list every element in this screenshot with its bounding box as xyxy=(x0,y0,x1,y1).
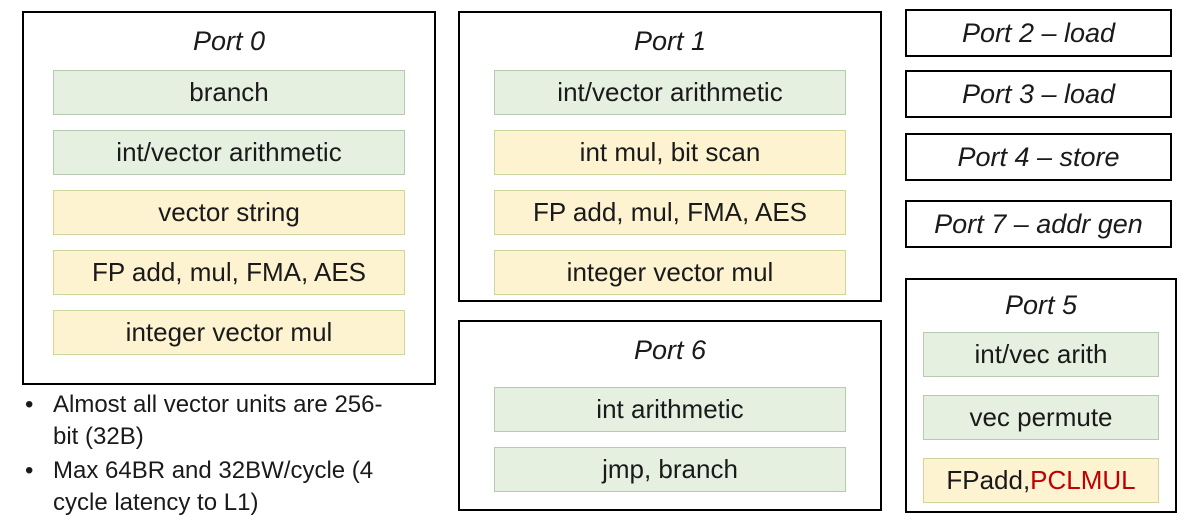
port0-box: Port 0 branch int/vector arithmetic vect… xyxy=(22,11,436,385)
port0-row-branch: branch xyxy=(53,70,405,115)
port1-row-int-vector-arith: int/vector arithmetic xyxy=(494,70,846,115)
port5-row-fpadd-pclmul: FPadd, PCLMUL xyxy=(923,458,1159,503)
note-text: Almost all vector units are 256- bit (32… xyxy=(53,391,383,450)
port6-row-jmp-branch: jmp, branch xyxy=(494,447,846,492)
port6-box: Port 6 int arithmetic jmp, branch xyxy=(458,320,882,511)
note-text: Max 64BR and 32BW/cycle (4 cycle latency… xyxy=(53,457,374,516)
port7-addr-gen-box: Port 7 – addr gen xyxy=(905,200,1172,248)
port4-store-box: Port 4 – store xyxy=(905,133,1172,181)
note-item-bandwidth: • Max 64BR and 32BW/cycle (4 cycle laten… xyxy=(25,455,382,519)
port1-row-int-mul-bit-scan: int mul, bit scan xyxy=(494,130,846,175)
port0-title: Port 0 xyxy=(192,26,266,56)
port6-title: Port 6 xyxy=(633,335,707,365)
port0-row-integer-vector-mul: integer vector mul xyxy=(53,310,405,355)
port1-box: Port 1 int/vector arithmetic int mul, bi… xyxy=(458,11,882,302)
port2-load-box: Port 2 – load xyxy=(905,9,1172,57)
port1-title: Port 1 xyxy=(633,26,707,56)
port5-row-int-vec-arith: int/vec arith xyxy=(923,332,1159,377)
port0-row-vector-string: vector string xyxy=(53,190,405,235)
port1-row-integer-vector-mul: integer vector mul xyxy=(494,250,846,295)
port0-row-int-vector-arith: int/vector arithmetic xyxy=(53,130,405,175)
bullet-marker: • xyxy=(25,391,34,418)
port5-row-vec-permute: vec permute xyxy=(923,395,1159,440)
fpadd-label: FPadd, xyxy=(946,465,1031,495)
port1-row-fp-add-mul-fma-aes: FP add, mul, FMA, AES xyxy=(494,190,846,235)
notes-list: • Almost all vector units are 256- bit (… xyxy=(25,389,382,521)
note-item-vector-units: • Almost all vector units are 256- bit (… xyxy=(25,389,382,453)
bullet-marker: • xyxy=(25,457,34,484)
port6-row-int-arithmetic: int arithmetic xyxy=(494,387,846,432)
port5-title: Port 5 xyxy=(1004,290,1078,320)
port0-row-fp-add-mul-fma-aes: FP add, mul, FMA, AES xyxy=(53,250,405,295)
pclmul-label: PCLMUL xyxy=(1030,465,1136,495)
port5-box: Port 5 int/vec arith vec permute FPadd, … xyxy=(905,278,1177,513)
port3-load-box: Port 3 – load xyxy=(905,70,1172,118)
